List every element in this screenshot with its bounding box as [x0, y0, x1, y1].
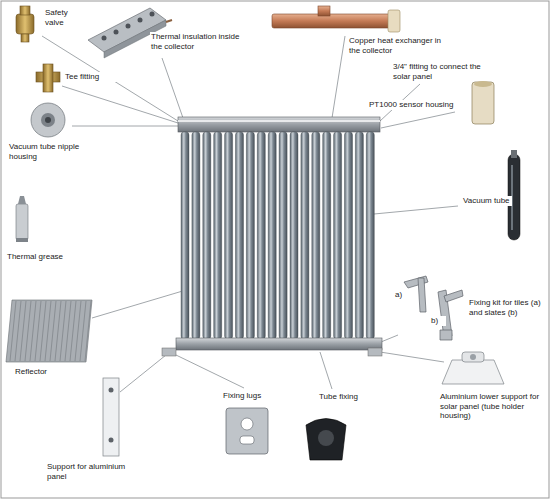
vacuum-tube-drawing — [301, 132, 309, 339]
reflector-rib — [30, 301, 36, 361]
vacuum-tube-drawing — [181, 132, 189, 339]
reflector-rib — [10, 301, 16, 361]
part-label: PT1000 sensor housing — [368, 100, 468, 110]
part-label: Vacuum tube — [462, 196, 512, 206]
vacuum-tube-drawing — [257, 132, 265, 339]
reflector-rib — [55, 301, 61, 361]
reflector-rib — [35, 301, 41, 361]
reflector-rib — [85, 301, 91, 361]
part-label: Vacuum tube nipple housing — [8, 142, 82, 161]
vacuum-tube-drawing — [366, 132, 374, 339]
reflector-rib — [15, 301, 21, 361]
vacuum-tube-drawing — [290, 132, 298, 339]
part-label: Fixing kit for tiles (a) and slates (b) — [468, 298, 546, 317]
vacuum-tube-drawing — [279, 132, 287, 339]
part-label: Reflector — [14, 367, 68, 377]
vacuum-tube-drawing — [312, 132, 320, 339]
reflector-rib — [70, 301, 76, 361]
vacuum-tube-drawing — [345, 132, 353, 339]
vacuum-tube-drawing — [225, 132, 233, 339]
reflector-rib — [80, 301, 86, 361]
part-label: Tube fixing — [318, 392, 376, 402]
part-label: Tee fitting — [64, 72, 126, 82]
vacuum-tube-drawing — [214, 132, 222, 339]
vacuum-tube-drawing — [355, 132, 363, 339]
part-label: Fixing lugs — [222, 391, 280, 401]
vacuum-tube-drawing — [192, 132, 200, 339]
reflector-rib — [20, 301, 26, 361]
vacuum-tube-drawing — [334, 132, 342, 339]
part-label: Thermal grease — [6, 252, 78, 262]
reflector-rib — [50, 301, 56, 361]
part-label: Support for aluminium panel — [46, 462, 138, 481]
vacuum-tube-drawing — [323, 132, 331, 339]
part-label: Thermal insulation inside the collector — [150, 32, 244, 51]
reflector-rib — [40, 301, 46, 361]
part-label: Aluminium lower support for solar panel … — [439, 392, 547, 421]
reflector-rib — [75, 301, 81, 361]
part-label: Copper heat exchanger in the collector — [348, 36, 454, 55]
vacuum-tube-drawing — [246, 132, 254, 339]
part-label: Safety valve — [44, 8, 84, 27]
reflector-rib — [65, 301, 71, 361]
part-label: b) — [430, 316, 446, 326]
part-label: 3/4" fitting to connect the solar panel — [392, 62, 494, 81]
reflector-rib — [45, 301, 51, 361]
vacuum-tube-drawing — [268, 132, 276, 339]
vacuum-tube-drawing — [236, 132, 244, 339]
reflector-rib — [60, 301, 66, 361]
reflector-rib — [25, 301, 31, 361]
vacuum-tube-drawing — [203, 132, 211, 339]
part-label: a) — [394, 290, 410, 300]
